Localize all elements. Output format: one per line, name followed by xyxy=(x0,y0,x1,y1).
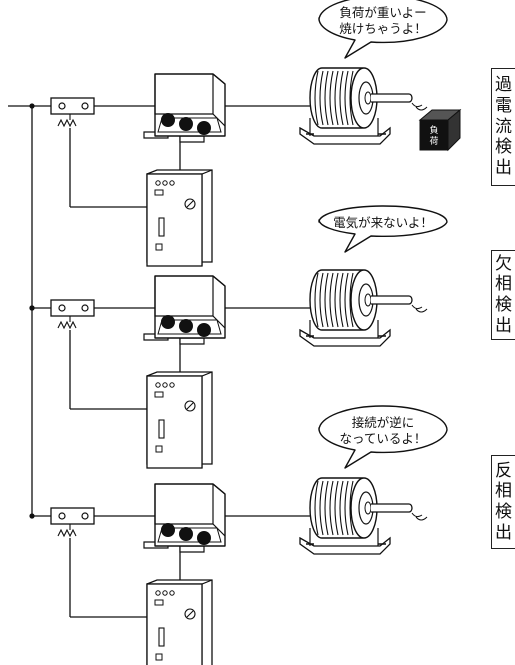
resistor-symbol xyxy=(57,118,77,128)
electric-motor xyxy=(299,67,428,145)
speech-bubble: 電気が来ないよ！ xyxy=(318,205,448,253)
side-label-open-phase: 欠相検出 xyxy=(491,250,515,340)
load-label: 荷 xyxy=(429,136,438,147)
dial-icon xyxy=(184,608,196,620)
magnetic-contactor xyxy=(143,73,226,143)
indicator-led xyxy=(162,180,168,186)
terminal xyxy=(179,117,193,131)
current-sensor xyxy=(50,299,95,330)
resistor-symbol xyxy=(57,528,77,538)
indicator-led xyxy=(162,590,168,596)
indicator-led xyxy=(169,180,175,186)
terminal xyxy=(197,121,211,135)
dial-icon xyxy=(184,400,196,412)
terminal xyxy=(161,113,175,127)
side-label-overcurrent: 過電流検出 xyxy=(491,68,515,186)
terminal xyxy=(179,527,193,541)
bubble-text: 焼けちゃうよ！ xyxy=(339,21,427,36)
magnetic-contactor xyxy=(143,275,226,345)
indicator-led xyxy=(155,180,161,186)
bus-junction xyxy=(29,305,35,311)
indicator-led xyxy=(169,590,175,596)
magnetic-contactor xyxy=(143,483,226,553)
protection-relay xyxy=(146,169,213,267)
protection-relay xyxy=(146,579,213,665)
indicator-led xyxy=(162,382,168,388)
motor-shaft xyxy=(371,93,413,103)
bubble-text: 電気が来ないよ！ xyxy=(333,215,433,230)
indicator-led xyxy=(169,382,175,388)
motor-shaft xyxy=(371,295,413,305)
bubble-text: なっているよ！ xyxy=(340,431,427,446)
indicator-led xyxy=(155,590,161,596)
indicator-led xyxy=(155,382,161,388)
resistor-symbol xyxy=(57,320,77,330)
load-box: 負荷 xyxy=(418,108,462,152)
row-open-phase: 電気が来ないよ！ xyxy=(29,205,448,469)
dial-icon xyxy=(184,198,196,210)
current-sensor xyxy=(50,507,95,538)
side-label-reverse-phase: 反相検出 xyxy=(491,455,515,549)
terminal xyxy=(179,319,193,333)
protection-relay xyxy=(146,371,213,469)
load-label: 負 xyxy=(429,124,438,136)
terminal xyxy=(161,315,175,329)
bubble-text: 接続が逆に xyxy=(352,415,415,430)
terminal xyxy=(197,323,211,337)
terminal xyxy=(197,531,211,545)
electric-motor xyxy=(299,477,428,555)
current-sensor xyxy=(50,97,95,128)
bus-junction xyxy=(29,513,35,519)
electric-motor xyxy=(299,269,428,347)
motor-shaft xyxy=(371,503,413,513)
bubble-text: 負荷が重いよー xyxy=(339,5,426,20)
terminal xyxy=(161,523,175,537)
